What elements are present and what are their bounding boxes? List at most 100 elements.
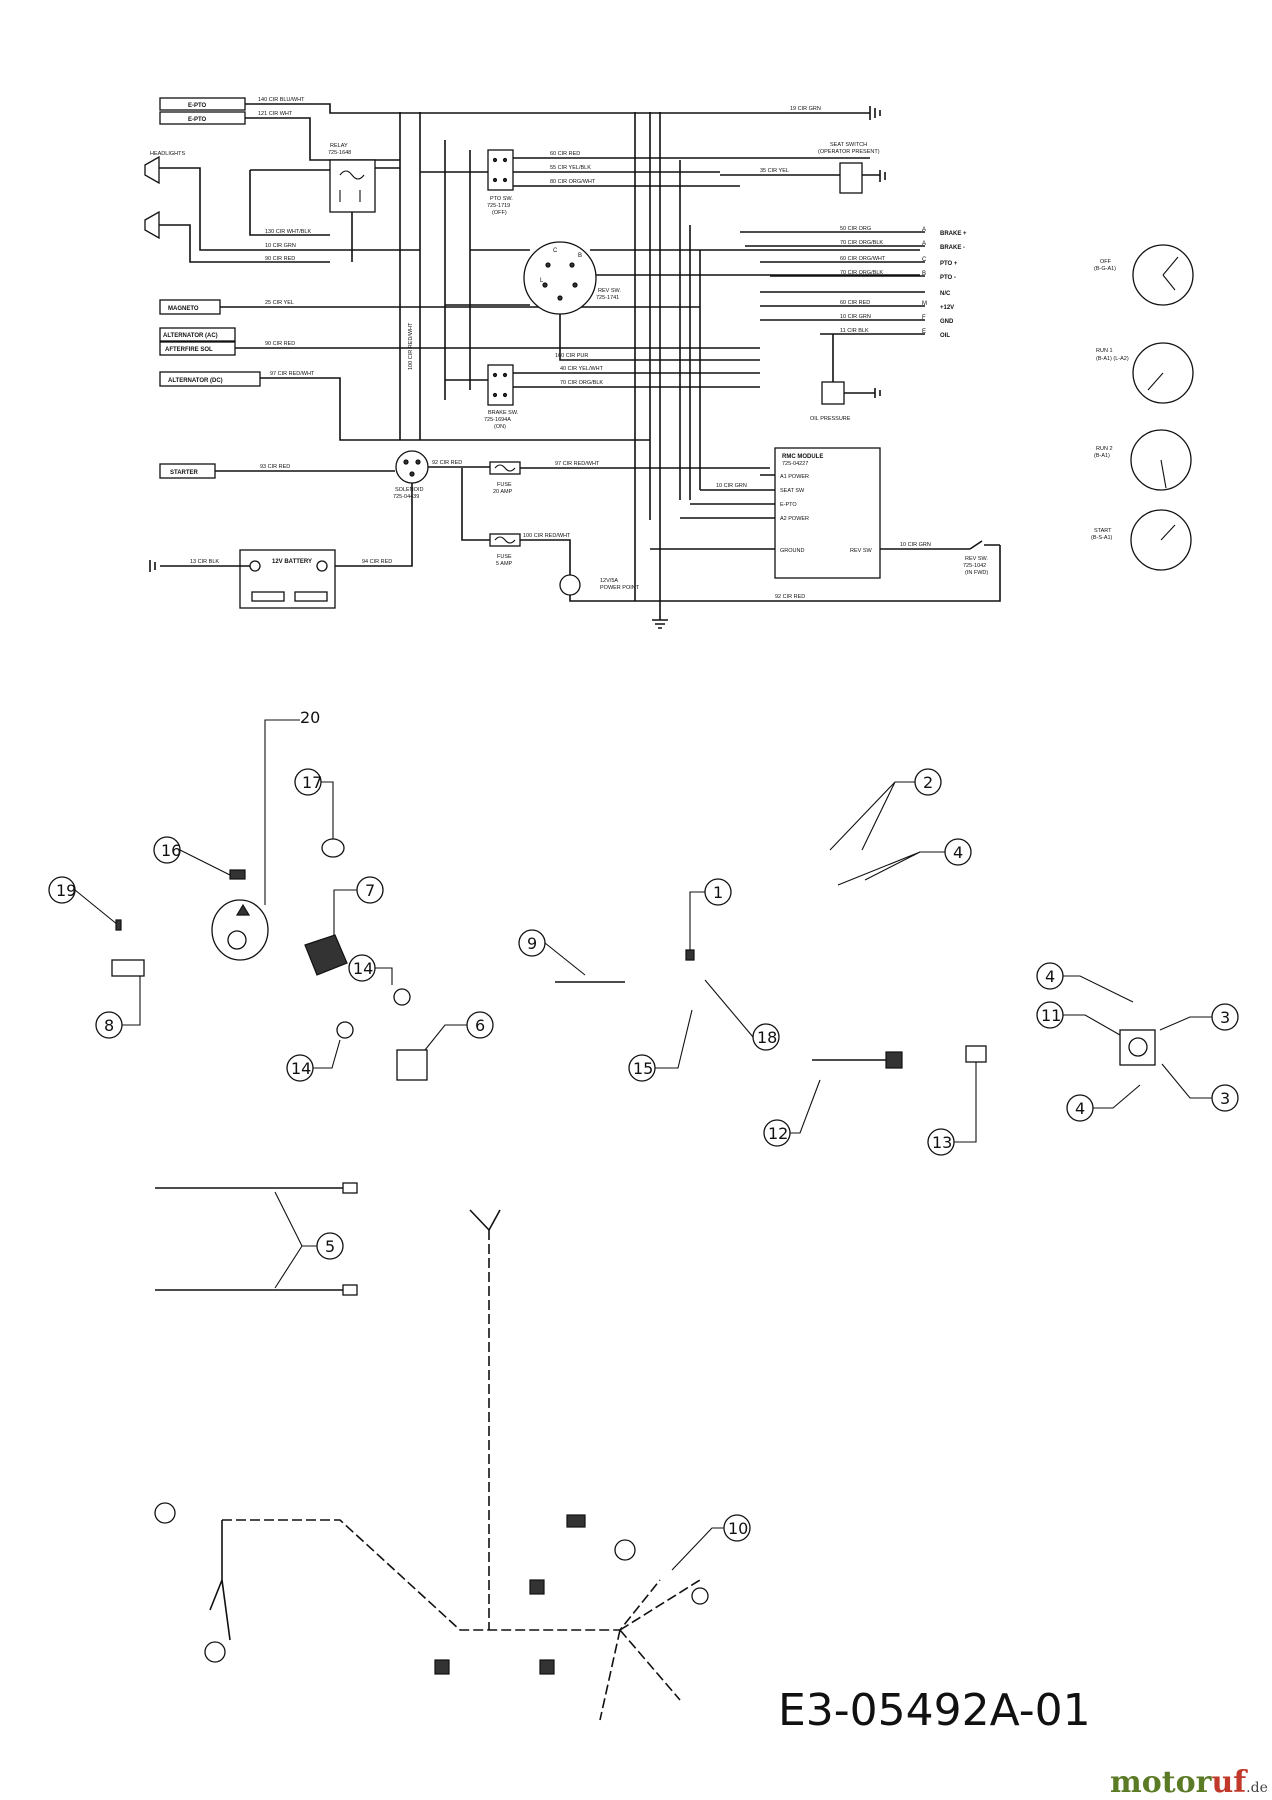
watermark-part-1: motor [1110, 1765, 1213, 1800]
watermark-logo: motoruf.de [1110, 1765, 1268, 1800]
leader-line [1063, 975, 1134, 1003]
relay-label: RELAY [330, 143, 348, 149]
terminal-pin: A [922, 227, 926, 233]
key-dial-run-1: RUN 1 (B-A1) (L-A2) [1096, 342, 1194, 404]
wire-label: 35 CIR YEL [760, 168, 789, 174]
leader-line [829, 781, 915, 851]
terminal-name: PTO - [940, 275, 956, 281]
vertical-wire-label: 100 CIR RED/WHT [408, 322, 414, 370]
document-code: E3-05492A-01 [778, 1685, 1091, 1736]
wire [720, 170, 886, 182]
part-14-bulb [336, 1021, 354, 1039]
rmc-module [774, 447, 881, 579]
svg-text:C: C [553, 248, 558, 254]
leader-line [375, 967, 393, 985]
key-dial-title: START [1094, 528, 1112, 534]
seat-switch-note: (OPERATOR PRESENT) [818, 149, 880, 155]
terminal-pin: B [922, 271, 926, 277]
alternator-dc-box [159, 371, 261, 387]
part-16-clip [229, 869, 246, 880]
part-19-screw [115, 919, 122, 931]
wire-label: 60 CIR RED [550, 151, 580, 157]
wire-label: 92 CIR RED [775, 594, 805, 600]
callout-number: 3 [1220, 1089, 1230, 1108]
leader-line [313, 1039, 341, 1069]
callout-number: 14 [291, 1059, 311, 1078]
wire-label: 25 CIR YEL [265, 300, 294, 306]
wire-label: 90 CIR RED [265, 341, 295, 347]
headlight-icon [144, 210, 160, 240]
wire [249, 167, 400, 262]
wire [335, 466, 490, 567]
wire-label: 97 CIR RED/WHT [555, 461, 600, 467]
key-dial-sub: (B-S-A1) [1091, 535, 1113, 541]
wire-label: 140 CIR BLU/WHT [258, 97, 305, 103]
terminal-wire: 10 CIR GRN [840, 314, 871, 320]
leader-line [333, 889, 357, 935]
callout-number: 1 [713, 883, 723, 902]
leader-line [704, 979, 754, 1038]
callout-number: 2 [923, 773, 933, 792]
magneto-label: MAGNETO [168, 306, 199, 312]
terminal-pin: E [922, 329, 926, 335]
pto-switch-part-number: 725-1719 [487, 203, 510, 209]
oil-pressure-sender [821, 381, 845, 405]
callout-number: 10 [728, 1519, 748, 1538]
terminal-wire: 70 CIR ORG/BLK [840, 270, 883, 276]
callout-number: 17 [302, 773, 322, 792]
svg-text:B: B [578, 253, 582, 259]
terminal-wire: 70 CIR ORG/BLK [840, 240, 883, 246]
key-position-dials: OFF (B-G-A1) RUN 1 (B-A1) (L-A2) RUN 2 (… [1091, 244, 1194, 571]
wire-label: 70 CIR ORG/BLK [560, 380, 603, 386]
callout-number: 19 [56, 881, 76, 900]
wire [445, 249, 920, 361]
callout-number: 3 [1220, 1008, 1230, 1027]
rev-switch-label: REV SW. [598, 288, 621, 294]
key-dial-sub: (B-A1) (L-A2) [1096, 356, 1129, 362]
wire [149, 560, 250, 572]
pto-switch-label: PTO SW. [490, 196, 513, 202]
part-1-terminal [685, 949, 695, 961]
headlight-socket [154, 1502, 176, 1524]
key-dial-run-2: RUN 2 (B-A1) [1094, 429, 1192, 491]
terminal-wire: 11 CIR BLK [840, 328, 869, 334]
terminal-pin: C [922, 257, 927, 263]
callout-number: 14 [353, 959, 373, 978]
leader-line [671, 1527, 724, 1571]
callout-number: 9 [527, 934, 537, 953]
callout-number: 4 [1045, 967, 1055, 986]
leader-line [122, 976, 141, 1026]
rev-switch-2-state: (IN FWD) [965, 570, 988, 576]
alternator-dc-label: ALTERNATOR (DC) [168, 378, 223, 384]
rmc-pin-label: GROUND [780, 548, 804, 554]
wire [245, 103, 870, 114]
watermark-text: motoruf.de [1110, 1765, 1268, 1800]
rmc-pin-label: REV SW [850, 548, 873, 554]
wire-label: 19 CIR GRN [790, 106, 821, 112]
callout-circle [628, 1054, 656, 1082]
part-8-switch [111, 959, 145, 977]
wire-label: 10 CIR GRN [265, 243, 296, 249]
leader-line [1161, 1063, 1212, 1099]
relay-part-number: 725-1648 [328, 150, 351, 156]
solenoid-label: SOLENOID [395, 487, 423, 493]
rev-switch [523, 241, 597, 315]
callout-number: 4 [953, 843, 963, 862]
svg-text:L: L [540, 278, 544, 284]
rev-switch-2-label: REV SW. [965, 556, 988, 562]
callout-number: 12 [768, 1124, 788, 1143]
key-dial-title: RUN 1 [1096, 348, 1113, 354]
leader-line [424, 1024, 467, 1051]
callout-circle [763, 1119, 791, 1147]
oil-pressure-label: OIL PRESSURE [810, 416, 851, 422]
callout-number: 7 [365, 881, 375, 900]
brake-switch [487, 364, 514, 406]
battery-label: 12V BATTERY [272, 559, 312, 565]
wire [245, 117, 400, 161]
leader-line [1093, 1084, 1141, 1109]
wire-label: 93 CIR RED [260, 464, 290, 470]
key-dial-title: RUN 2 [1096, 446, 1113, 452]
wire [832, 334, 881, 398]
wire-label: 97 CIR RED/WHT [270, 371, 315, 377]
